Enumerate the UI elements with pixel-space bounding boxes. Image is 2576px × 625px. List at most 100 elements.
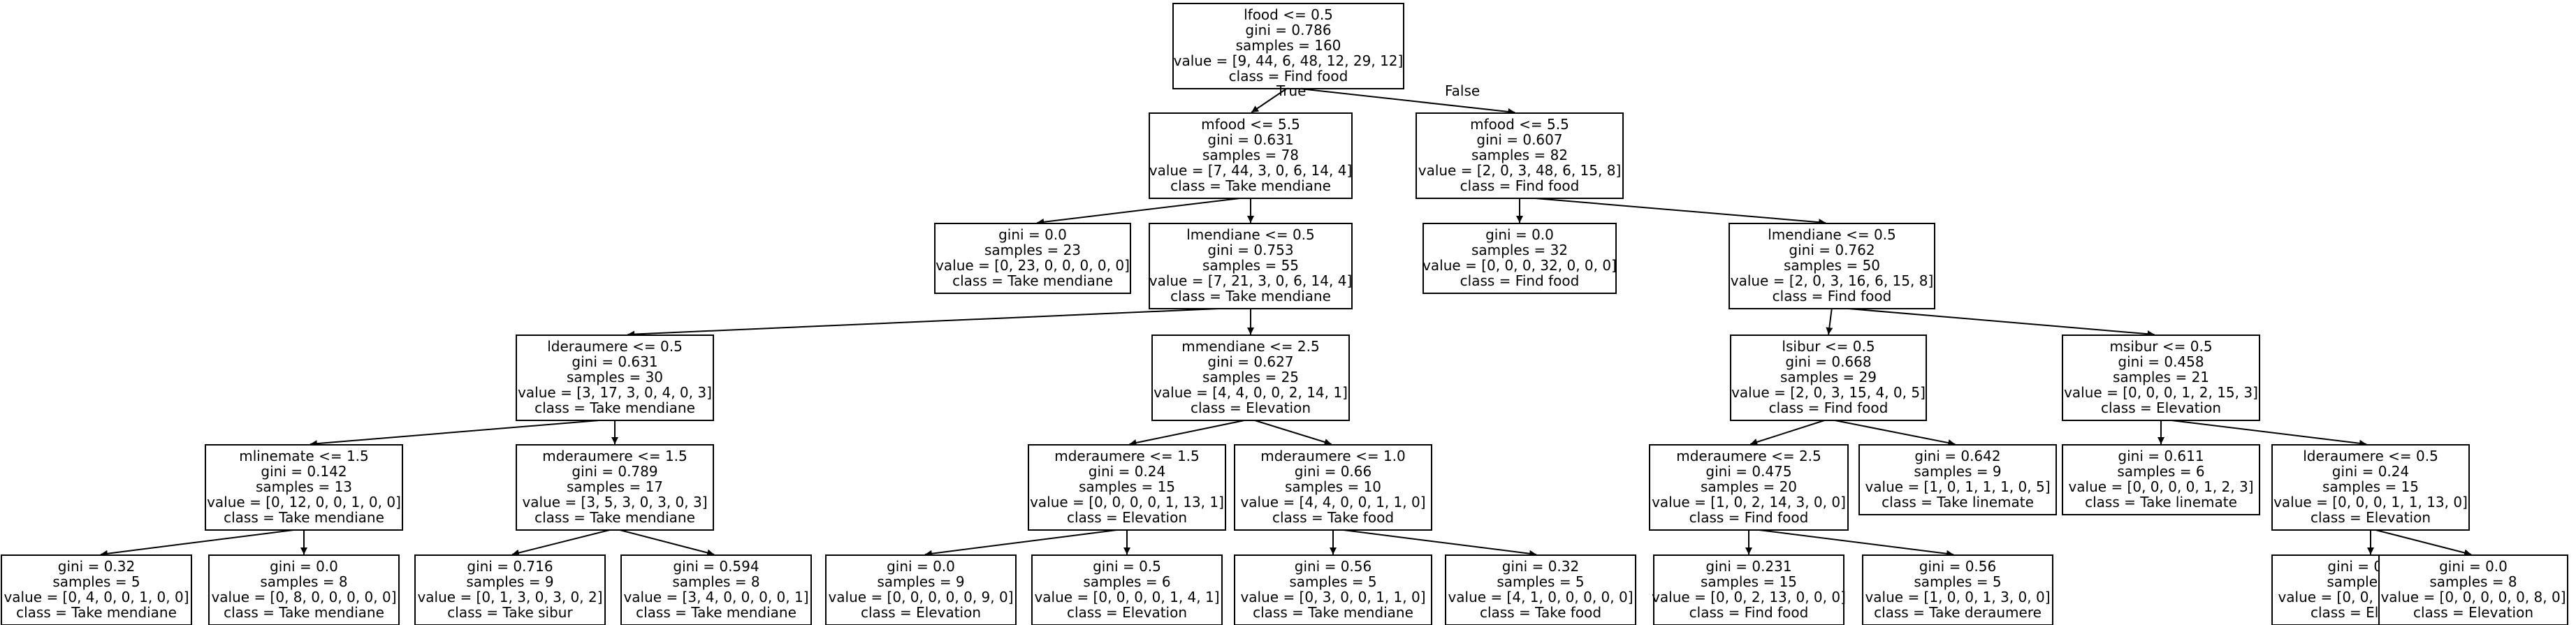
tree-node-line: value = [2, 0, 3, 15, 4, 0, 5] [1731,384,1926,401]
tree-node-line: class = Take mendiane [224,604,384,621]
tree-edge-n8-n13 [1129,420,1245,446]
tree-node-line: mderaumere <= 1.5 [542,448,687,464]
tree-node-line: samples = 78 [1202,147,1299,163]
tree-edge-n13-n23 [924,529,1117,557]
tree-edge-n15-n28 [1759,529,1954,557]
tree-node-line: value = [0, 0, 0, 32, 0, 0, 0] [1422,257,1617,274]
tree-node-line: gini = 0.475 [1705,463,1791,480]
tree-node-box [1858,444,2057,515]
tree-node-box [1151,334,1350,421]
tree-node-box [414,554,606,625]
tree-node-box [825,554,1017,625]
tree-node-line: value = [7, 21, 3, 0, 6, 14, 4] [1149,272,1353,289]
tree-node-line: class = Elevation [2413,604,2533,621]
tree-node-line: class = Take food [1480,604,1601,621]
tree-node-line: class = Take linemate [1882,494,2034,510]
tree-node-box [1031,554,1223,625]
tree-node-line: lmendiane <= 0.5 [1768,226,1896,243]
tree-node-line: gini = 0.631 [572,353,657,370]
tree-node-line: mlinemate <= 1.5 [239,448,369,464]
tree-node-line: samples = 29 [1780,369,1877,385]
tree-node-line: samples = 9 [1914,463,2001,480]
edge-label-false: False [1445,82,1480,99]
tree-node-box [1234,444,1432,531]
tree-node-box [1653,554,1844,625]
tree-node-line: samples = 15 [2322,478,2419,495]
tree-node-line: class = Find food [1689,604,1809,621]
tree-node-line: samples = 17 [567,478,663,495]
tree-node-box [1422,223,1617,294]
tree-node-line: gini = 0.753 [1207,242,1293,258]
tree-node-line: value = [0, 0, 0, 0, 0, 8, 0] [2380,589,2566,605]
tree-node-line: lsibur <= 0.5 [1782,338,1875,355]
tree-node-box [1649,444,1849,531]
tree-edge-n8-n14 [1254,420,1332,446]
tree-node-line: samples = 15 [1701,573,1797,590]
tree-node-box [1416,112,1624,199]
tree-node-line: samples = 5 [1497,573,1584,590]
tree-node-line: gini = 0.56 [1295,558,1372,575]
tree-node-box [1730,334,1927,421]
tree-node-line: value = [3, 4, 0, 0, 0, 0, 1] [623,589,808,605]
tree-node-line: gini = 0.66 [1295,463,1372,480]
tree-node-line: class = Take mendiane [1253,604,1413,621]
tree-edge-n2-n6 [1535,198,1826,226]
tree-node-line: samples = 8 [260,573,347,590]
tree-node-box [1149,223,1353,309]
tree-node-line: samples = 23 [984,242,1081,258]
tree-node-line: class = Take sibur [447,604,573,621]
tree-node-line: mderaumere <= 2.5 [1676,448,1821,464]
tree-node-line: samples = 13 [256,478,352,495]
tree-node-line: samples = 6 [2117,463,2204,480]
tree-node-line: gini = 0.0 [270,558,338,575]
tree-node-line: value = [2, 0, 3, 16, 6, 15, 8] [1731,272,1934,289]
tree-node-line: class = Take deraumere [1874,604,2042,621]
tree-node-line: class = Take mendiane [16,604,177,621]
tree-edge-n9-n16 [1835,420,1956,446]
tree-node-box [2378,554,2568,625]
tree-node-line: gini = 0.716 [467,558,553,575]
tree-node-line: gini = 0.786 [1245,22,1331,38]
tree-node-box [1445,554,1636,625]
tree-edge-n6-n10 [1848,308,2155,338]
tree-node-line: value = [0, 4, 0, 0, 1, 0, 0] [3,589,189,605]
tree-edge-n7-n11 [310,420,599,448]
tree-node-box [934,223,1131,294]
tree-node-line: class = Elevation [1067,604,1187,621]
tree-node-line: class = Take mendiane [224,509,384,526]
tree-node-line: class = Take mendiane [636,604,796,621]
tree-node-line: class = Take mendiane [534,509,695,526]
tree-node-box [1172,3,1404,89]
tree-node-line: value = [0, 23, 0, 0, 0, 0, 0] [936,257,1130,274]
tree-node-line: gini = 0.594 [673,558,759,575]
tree-node-line: msibur <= 0.5 [2109,338,2212,355]
tree-node-line: samples = 5 [52,573,140,590]
tree-node-line: class = Take mendiane [534,399,695,416]
tree-node-line: value = [9, 44, 6, 48, 12, 29, 12] [1174,52,1404,69]
tree-node-box [208,554,400,625]
tree-node-line: mmendiane <= 2.5 [1181,338,1319,355]
tree-node-line: class = Take mendiane [952,272,1113,289]
tree-node-line: mderaumere <= 1.5 [1054,448,1200,464]
tree-node-line: samples = 5 [1289,573,1376,590]
tree-node-box [1862,554,2053,625]
tree-node-line: class = Find food [1773,288,1892,304]
tree-edge-n18-n30 [2375,529,2472,557]
tree-node-line: value = [0, 0, 2, 13, 0, 0, 0] [1652,589,1846,605]
tree-node-line: value = [0, 0, 0, 0, 1, 4, 1] [1034,589,1219,605]
tree-node-line: gini = 0.631 [1207,131,1293,148]
